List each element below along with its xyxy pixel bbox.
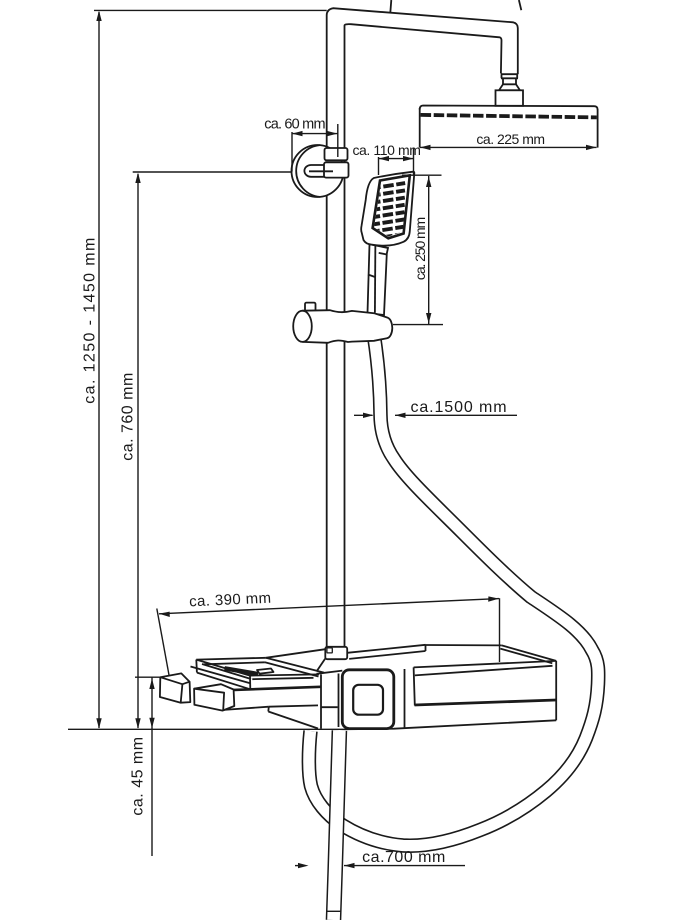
svg-text:ca.1500 mm: ca.1500 mm (410, 399, 507, 416)
svg-text:ca. 250 mm: ca. 250 mm (412, 217, 428, 280)
svg-text:ca. 45 mm: ca. 45 mm (130, 736, 147, 815)
svg-text:ca. 110 mm: ca. 110 mm (352, 142, 420, 158)
svg-text:ca.700 mm: ca.700 mm (362, 849, 446, 866)
svg-text:ca. 225 mm: ca. 225 mm (476, 131, 544, 147)
svg-text:ca. 390 mm: ca. 390 mm (189, 590, 272, 611)
svg-text:ca. 60 mm: ca. 60 mm (264, 117, 325, 133)
svg-text:ca. 1250 - 1450 mm: ca. 1250 - 1450 mm (82, 236, 99, 404)
svg-text:ca. 760 mm: ca. 760 mm (120, 372, 137, 461)
